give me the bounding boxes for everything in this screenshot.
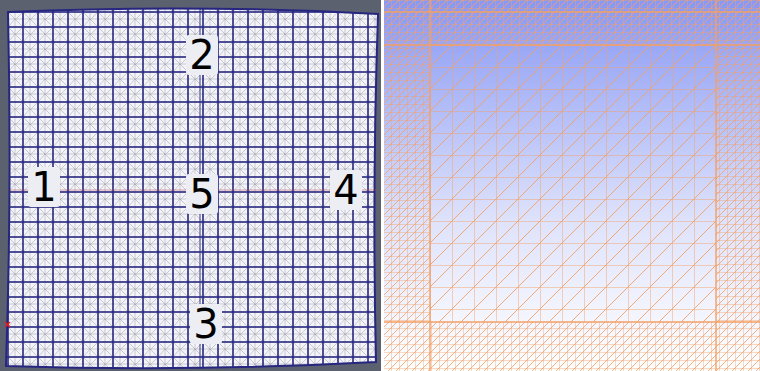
- dense-mesh-frame: [384, 0, 760, 371]
- coarse-mesh: [430, 45, 716, 322]
- surface-mesh: [6, 8, 378, 368]
- right-ground: [384, 0, 760, 371]
- left-ground: [0, 0, 381, 371]
- region-number: 1: [28, 167, 59, 207]
- region-number: 5: [186, 174, 217, 214]
- marker-cross: [5, 322, 10, 327]
- region-number: 2: [186, 35, 217, 75]
- region-number: 3: [190, 304, 221, 344]
- region-number: 4: [330, 170, 361, 210]
- mesh-band-lines: [384, 0, 760, 371]
- panel-gap: [381, 0, 384, 371]
